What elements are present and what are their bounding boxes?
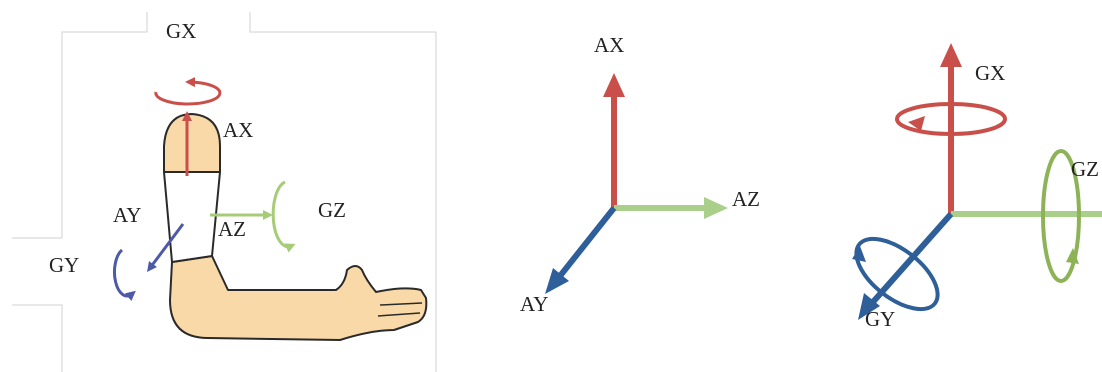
gyro-gz-rotation-arrowhead xyxy=(1066,248,1079,264)
gyro-label-gx: GX xyxy=(975,61,1005,85)
panel-frame xyxy=(12,12,437,372)
gyro-gx-arrowhead xyxy=(940,43,962,67)
arm-ay-arrow xyxy=(147,223,185,272)
arm-label-az: AZ xyxy=(218,217,246,241)
arm-gx-rotation-arrow xyxy=(154,77,222,106)
arm-gz-rotation-arrow xyxy=(271,180,296,253)
gyro-gy-shaft xyxy=(870,212,954,304)
accel-ay-shaft xyxy=(557,206,617,278)
accel-ay-arrowhead xyxy=(545,268,569,294)
arm-illustration xyxy=(163,113,428,341)
arm-sensor-panel: GX AX AY AZ GZ GY xyxy=(12,12,437,372)
shoulder-cap xyxy=(163,113,221,173)
accelerometer-axes-panel: AX AZ AY xyxy=(520,33,760,316)
arm-label-ax: AX xyxy=(223,118,253,142)
accel-az-arrowhead xyxy=(704,197,728,219)
arm-gy-rotation-arrow xyxy=(112,248,136,302)
gyro-gy-arrowhead xyxy=(858,293,880,320)
accel-label-az: AZ xyxy=(732,187,760,211)
gyro-gz-rotation-ellipse xyxy=(1041,149,1081,283)
arm-label-gy: GY xyxy=(49,253,79,277)
accel-label-ay: AY xyxy=(520,292,548,316)
arm-label-gz: GZ xyxy=(318,198,346,222)
upper-arm-sleeve xyxy=(163,171,221,263)
gyroscope-axes-panel: GX GZ GY xyxy=(852,43,1102,331)
arm-label-gx: GX xyxy=(166,19,196,43)
hand-fingers xyxy=(377,302,423,317)
accel-ax-arrowhead xyxy=(603,73,625,97)
forearm-and-hand xyxy=(169,255,428,341)
gyro-label-gz: GZ xyxy=(1071,157,1099,181)
arm-label-ay: AY xyxy=(113,203,141,227)
gyro-gx-rotation-arrowhead xyxy=(908,116,925,131)
accel-label-ax: AX xyxy=(594,33,624,57)
gyro-label-gy: GY xyxy=(865,307,895,331)
gyro-gy-rotation-arrowhead xyxy=(852,246,866,262)
